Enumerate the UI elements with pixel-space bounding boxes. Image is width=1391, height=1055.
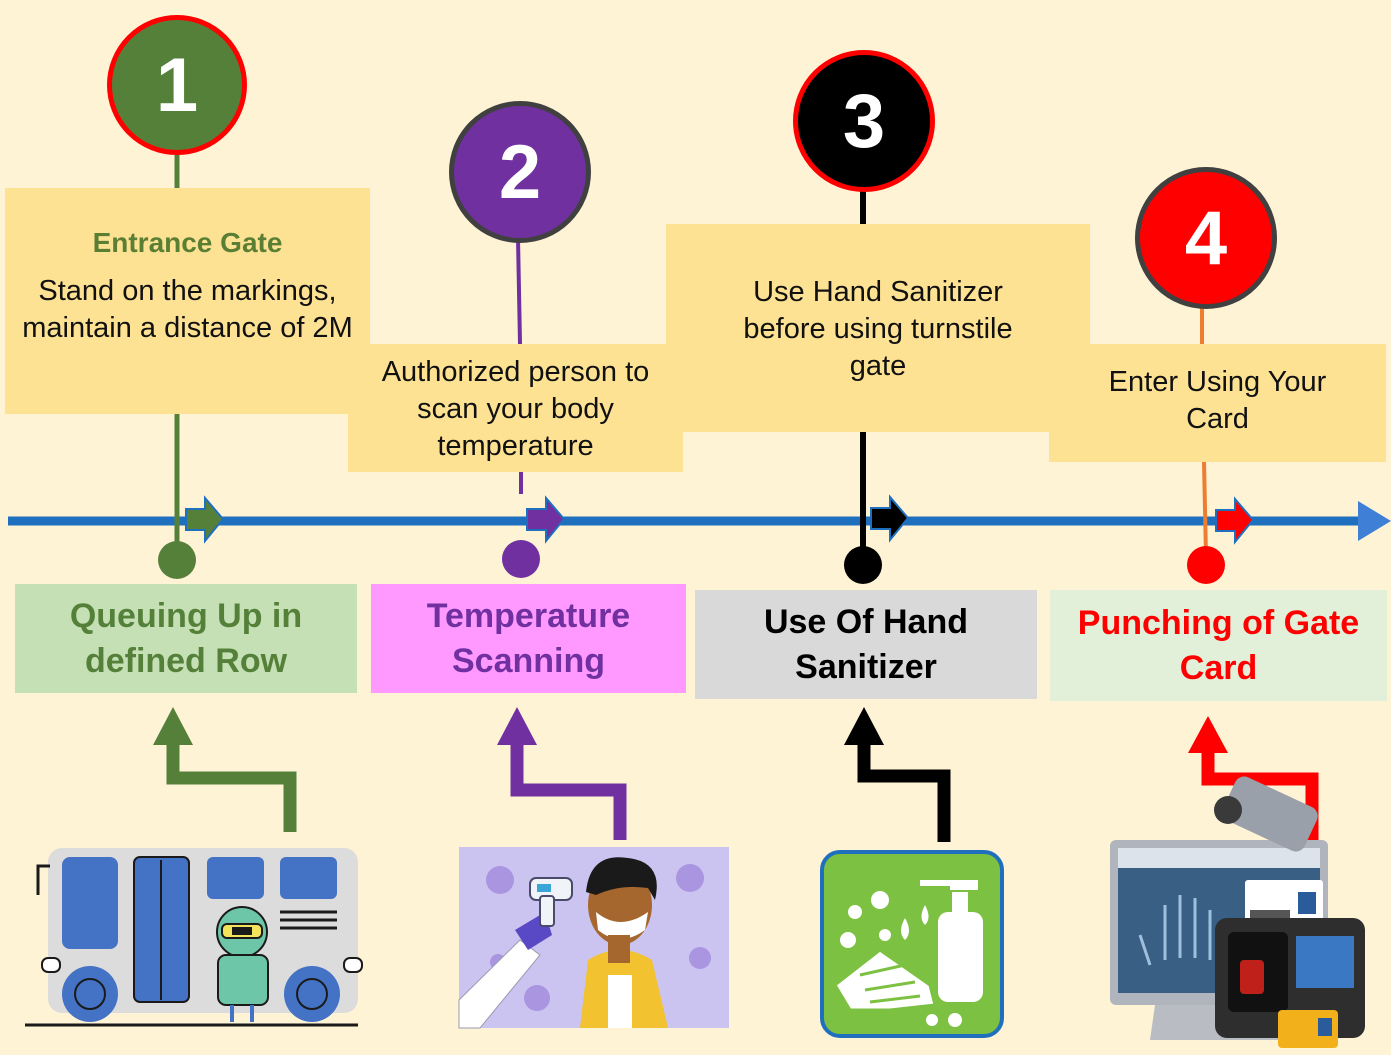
timeline-arrow-4 (1215, 496, 1255, 545)
timeline-arrow-1 (185, 495, 225, 544)
callout-step-1-title: Entrance Gate (92, 227, 283, 258)
callout-step-1: Entrance Gate Stand on the markings, mai… (5, 188, 370, 414)
timeline-dot-2 (502, 540, 540, 578)
up-arrow-3 (844, 707, 951, 842)
timeline-dot-3 (844, 546, 882, 584)
hand-sanitizer-icon (820, 850, 1004, 1038)
thermometer-scan-icon (458, 847, 729, 1029)
up-arrow-1 (153, 707, 297, 832)
callout-step-1-text: Stand on the markings, maintain a distan… (22, 275, 353, 344)
step-number-circle-3: 3 (793, 50, 935, 192)
callout-step-2: Authorized person to scan your body temp… (348, 344, 683, 472)
step-label-2: Temperature Scanning (371, 584, 686, 693)
timeline-arrow-2 (526, 495, 566, 544)
step-number-circle-1: 1 (107, 15, 247, 155)
bus-queue-icon (25, 848, 363, 1027)
timeline-dot-4 (1187, 546, 1225, 584)
access-card-terminal-icon (1110, 776, 1365, 1048)
step-label-3: Use Of Hand Sanitizer (695, 590, 1037, 699)
step-label-4: Punching of Gate Card (1050, 590, 1387, 701)
timeline-dot-1 (158, 541, 196, 579)
callout-step-2-text: Authorized person to scan your body temp… (381, 356, 650, 462)
timeline-arrow-3 (870, 494, 910, 543)
callout-step-4: Enter Using Your Card (1049, 344, 1386, 462)
callout-step-4-text: Enter Using Your Card (1108, 366, 1327, 435)
step-label-1: Queuing Up in defined Row (15, 584, 357, 693)
connector-2-top (516, 237, 522, 345)
step-number-circle-2: 2 (449, 101, 591, 243)
timeline-end-arrow (1358, 501, 1391, 541)
callout-step-3-text: Use Hand Sanitizer before using turnstil… (743, 276, 1013, 382)
up-arrow-2 (497, 707, 627, 840)
step-number-circle-4: 4 (1135, 167, 1277, 309)
connector-4-bottom (1202, 461, 1208, 557)
callout-step-3: Use Hand Sanitizer before using turnstil… (666, 224, 1090, 432)
